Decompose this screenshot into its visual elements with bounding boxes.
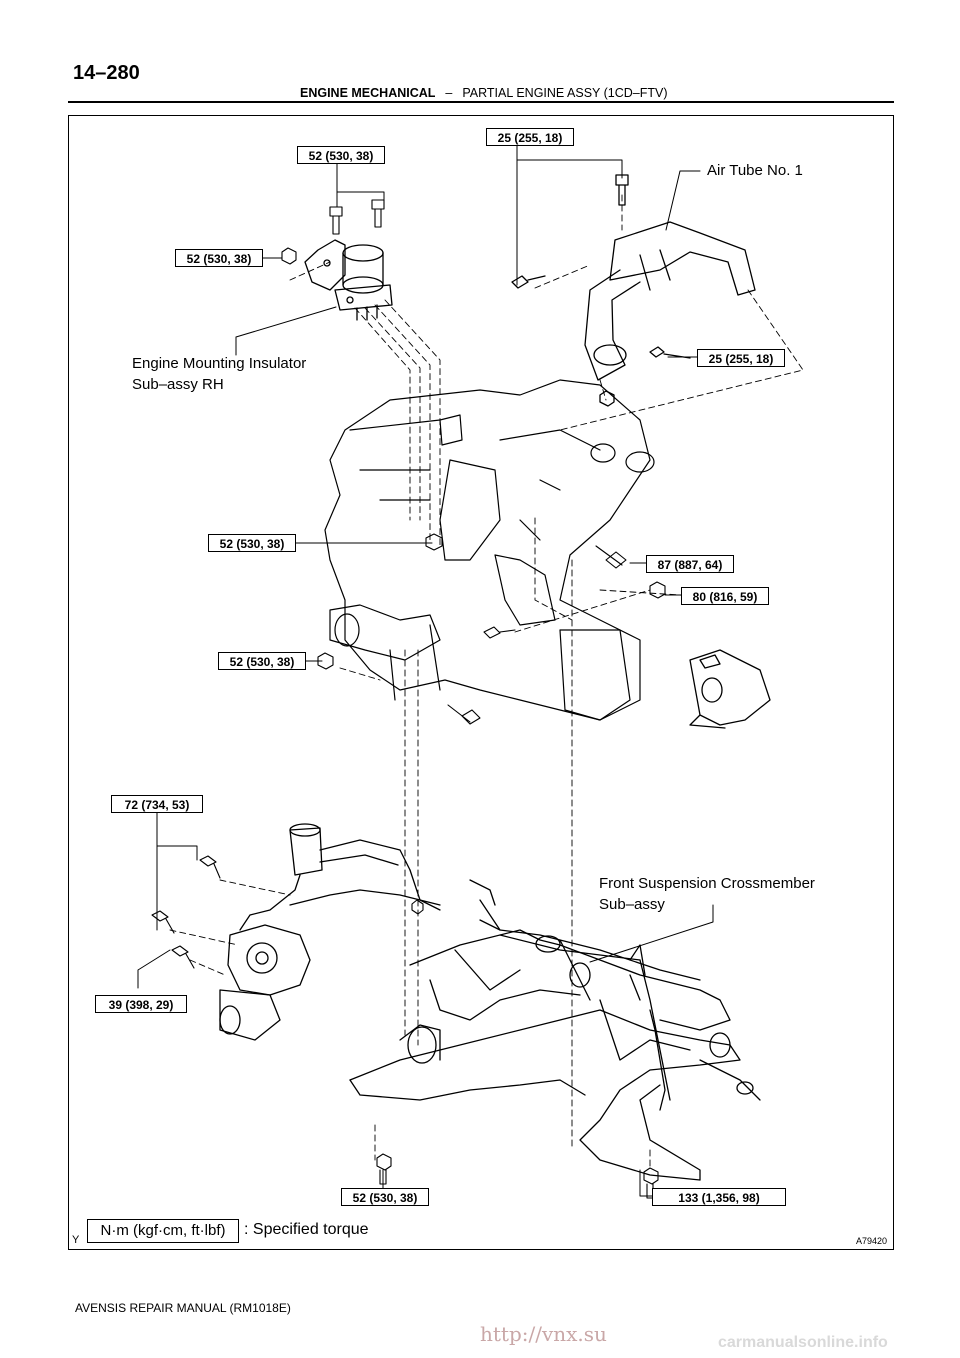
- torque-label: 25 (255, 18): [486, 128, 574, 146]
- torque-label: 52 (530, 38): [175, 249, 263, 267]
- torque-label: 39 (398, 29): [95, 995, 187, 1013]
- section-title: ENGINE MECHANICAL: [300, 86, 436, 100]
- figure-frame: [68, 115, 894, 1250]
- header-rule: [68, 101, 894, 103]
- watermark-link[interactable]: http://vnx.su: [480, 1322, 607, 1346]
- pump-bolts: [151, 855, 221, 969]
- bolt-mount-top: [281, 199, 385, 265]
- crossmember-label-line2: Sub–assy: [599, 896, 665, 913]
- subsection-title: PARTIAL ENGINE ASSY (1CD–FTV): [462, 86, 668, 100]
- torque-label: 87 (887, 64): [646, 555, 734, 573]
- torque-label: 52 (530, 38): [208, 534, 296, 552]
- crossmember-label: Front Suspension Crossmember Sub–assy: [599, 873, 815, 915]
- leader-lines: [137, 145, 721, 1197]
- corner-mark: Y: [72, 1234, 80, 1246]
- engine-mount-label-line1: Engine Mounting Insulator: [132, 355, 307, 372]
- torque-label: 52 (530, 38): [218, 652, 306, 670]
- page-header: ENGINE MECHANICAL–PARTIAL ENGINE ASSY (1…: [300, 86, 668, 100]
- air-tube-label: Air Tube No. 1: [707, 162, 803, 179]
- alignment-lines: [169, 194, 804, 1171]
- torque-label: 80 (816, 59): [681, 587, 769, 605]
- site-watermark: carmanualsonline.info: [718, 1334, 888, 1351]
- header-dash: –: [445, 86, 453, 100]
- torque-label: 52 (530, 38): [341, 1188, 429, 1206]
- engine-mount-rh: [304, 239, 393, 321]
- torque-label: 52 (530, 38): [297, 146, 385, 164]
- engine-mount-label-line2: Sub–assy RH: [132, 376, 224, 393]
- engine-fasteners: [317, 533, 666, 725]
- figure-id: A79420: [856, 1236, 888, 1246]
- torque-label: 25 (255, 18): [697, 349, 785, 367]
- footer-manual-name: AVENSIS REPAIR MANUAL (RM1018E): [75, 1301, 291, 1315]
- power-steering-pump: [219, 823, 441, 1041]
- air-tube-no1: [511, 174, 756, 407]
- engine-block: [324, 379, 655, 721]
- front-suspension-crossmember: [349, 879, 761, 1181]
- engine-mount-label: Engine Mounting Insulator Sub–assy RH: [132, 353, 306, 395]
- torque-unit-legend: N·m (kgf·cm, ft·lbf): [87, 1219, 239, 1243]
- engine-mount-bracket: [689, 649, 771, 729]
- page-number: 14–280: [73, 62, 140, 84]
- crossmember-label-line1: Front Suspension Crossmember: [599, 875, 815, 892]
- legend-description: : Specified torque: [244, 1221, 369, 1238]
- torque-label: 133 (1,356, 98): [652, 1188, 786, 1206]
- torque-label: 72 (734, 53): [111, 795, 203, 813]
